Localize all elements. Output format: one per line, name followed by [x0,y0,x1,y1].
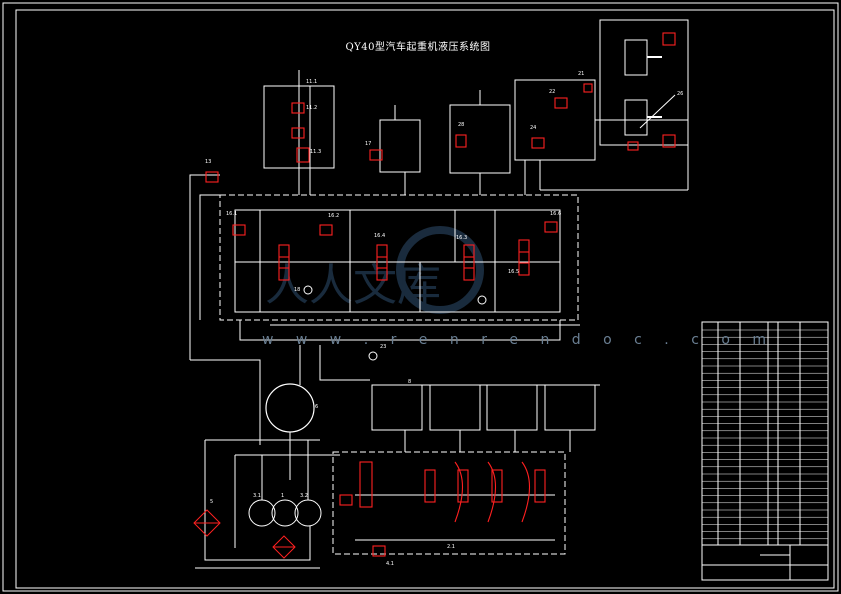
watermark-url: w w w . r e n r e n d o c . c o m [262,332,775,348]
label-17: 17 [365,141,372,147]
label-4-1: 4.1 [386,561,394,567]
outrigger-frame [599,19,689,146]
label-11-3: 11.3 [310,149,322,155]
telescope-box [449,104,511,174]
pump-3-1 [248,499,276,527]
gauge-1 [303,285,313,295]
main-motor [265,383,315,433]
drawing-title: QY40型汽车起重机液压系统图 [345,42,491,53]
label-11-2: 11.2 [306,105,318,111]
label-13: 13 [205,159,212,165]
lower-valve-block [332,451,566,555]
actuator-1 [371,384,423,431]
label-5: 5 [210,499,214,505]
label-16-5: 16.5 [508,269,520,275]
label-pump-1: 1 [281,493,285,499]
label-11-1: 11.1 [306,79,318,85]
actuator-2 [429,384,481,431]
control-block-outline [219,194,579,321]
pump-3-2 [294,499,322,527]
gauge-3 [368,351,378,361]
actuator-4 [544,384,596,431]
label-2-1: 2.1 [447,544,455,550]
filter-diamond [193,509,221,537]
label-16-4: 16.4 [374,233,386,239]
title-block-rows [702,329,828,540]
label-6: 6 [315,404,319,410]
label-22: 22 [549,89,556,95]
gauge-2 [477,295,487,305]
directional-valves-lower [339,461,546,557]
label-18: 18 [294,287,301,293]
label-pump-3-2: 3.2 [300,493,308,499]
label-pump-3-1: 3.1 [253,493,261,499]
label-16-1: 16.1 [226,211,238,217]
inner-border [15,9,835,589]
label-8: 8 [408,379,412,385]
cooler-diamond [272,535,296,559]
pump-1 [271,499,299,527]
label-16-3: 16.3 [456,235,468,241]
label-16-2: 16.2 [328,213,340,219]
label-28: 28 [458,122,465,128]
actuator-3 [486,384,538,431]
cylinder-lower [624,99,648,136]
top-relief-valves [291,32,676,163]
title-block-table [701,321,829,581]
directional-valves-upper [205,171,558,281]
label-23: 23 [380,344,387,350]
label-21: 21 [578,71,585,77]
svg-text:人人文库: 人人文库 [265,260,441,311]
control-block-inner [234,209,561,313]
brake-box [379,119,421,173]
label-26: 26 [677,91,684,97]
label-16-6: 16.6 [550,211,562,217]
cylinder-upper [624,39,648,76]
label-24: 24 [530,125,537,131]
watermark-logo: 人人文库 [265,226,484,314]
